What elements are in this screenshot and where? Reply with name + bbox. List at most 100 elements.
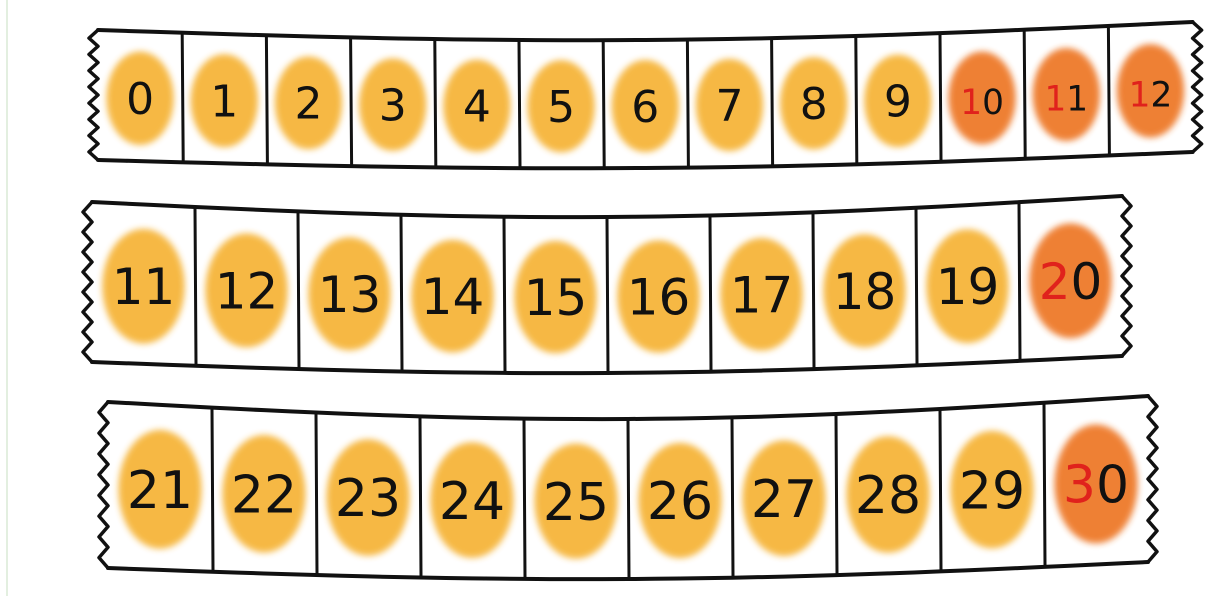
digit: 0	[982, 83, 1004, 123]
digit: 2	[959, 461, 992, 521]
cell-divider	[836, 416, 837, 573]
cell-divider	[1024, 32, 1025, 157]
number-cell: 4	[443, 60, 510, 152]
digit: 6	[659, 269, 691, 327]
number-cell: 27	[742, 440, 825, 556]
number-label: 15	[524, 269, 588, 327]
digit: 3	[379, 80, 407, 131]
number-label: 2	[295, 79, 323, 130]
number-label: 24	[439, 472, 505, 532]
strip-1: 0123456789101112	[89, 22, 1202, 168]
torn-left-edge	[89, 30, 98, 160]
number-cell: 25	[534, 443, 617, 558]
number-label: 18	[833, 263, 897, 321]
number-label: 19	[936, 258, 1000, 316]
number-label: 28	[855, 466, 921, 526]
cell-divider	[1108, 28, 1109, 154]
number-label: 5	[547, 82, 575, 133]
number-label: 20	[1039, 253, 1103, 311]
cell-divider	[813, 214, 814, 367]
number-label: 26	[647, 472, 713, 532]
tens-digit: 1	[1044, 79, 1066, 119]
digit: 2	[335, 469, 368, 529]
digit: 6	[680, 472, 713, 532]
digit: 1	[144, 258, 176, 316]
torn-right-edge	[1193, 22, 1202, 152]
number-cell: 0	[106, 52, 173, 145]
digit: 1	[160, 461, 193, 521]
cell-divider	[519, 42, 520, 166]
digit: 1	[421, 268, 453, 326]
digit: 5	[576, 473, 609, 533]
number-cell: 13	[308, 237, 390, 350]
number-cell: 12	[205, 233, 287, 347]
digit: 5	[547, 82, 575, 133]
number-label: 4	[463, 82, 491, 133]
cell-divider	[603, 42, 604, 166]
number-label: 16	[627, 269, 691, 327]
number-cell: 2	[275, 56, 342, 149]
number-label: 6	[631, 82, 659, 133]
digit: 9	[884, 77, 912, 128]
number-cell: 10	[948, 52, 1015, 145]
number-cell: 23	[326, 439, 409, 555]
torn-right-edge	[1122, 196, 1131, 356]
digit: 7	[762, 266, 794, 324]
number-cell: 19	[926, 229, 1008, 343]
digit: 2	[247, 262, 279, 320]
number-cell: 5	[527, 60, 594, 152]
tens-digit: 3	[1063, 456, 1096, 516]
number-label: 12	[1129, 76, 1173, 116]
number-cell: 1	[191, 54, 258, 147]
digit: 2	[127, 461, 160, 521]
digit: 7	[784, 470, 817, 530]
cell-divider	[504, 219, 505, 371]
digit: 1	[215, 262, 247, 320]
number-cell: 3	[359, 58, 426, 151]
digit: 7	[716, 81, 744, 132]
digit: 1	[318, 266, 350, 324]
number-cell: 16	[617, 240, 699, 352]
cell-divider	[182, 35, 183, 161]
number-label: 12	[215, 262, 279, 320]
digit: 4	[472, 472, 505, 532]
number-cell: 6	[612, 60, 679, 152]
digit: 1	[936, 258, 968, 316]
cell-divider	[524, 421, 525, 577]
cell-divider	[212, 410, 213, 570]
digit: 1	[524, 269, 556, 327]
digit: 8	[888, 466, 921, 526]
torn-right-edge	[1148, 396, 1157, 562]
digit: 2	[264, 466, 297, 526]
number-label: 22	[231, 466, 297, 526]
number-label: 21	[127, 461, 193, 521]
number-label: 10	[960, 83, 1004, 123]
cell-divider	[1019, 204, 1020, 359]
number-label: 3	[379, 80, 407, 131]
number-cell: 30	[1054, 425, 1137, 544]
digit: 6	[631, 82, 659, 133]
cell-divider	[687, 42, 688, 166]
digit: 9	[968, 258, 1000, 316]
number-label: 11	[1044, 79, 1088, 119]
digit: 9	[992, 461, 1025, 521]
number-label: 7	[716, 81, 744, 132]
number-cell: 24	[430, 442, 513, 558]
digit: 1	[1066, 79, 1088, 119]
number-label: 17	[730, 266, 794, 324]
digit: 2	[543, 473, 576, 533]
number-label: 13	[318, 266, 382, 324]
digit: 0	[1071, 253, 1103, 311]
cell-divider	[298, 213, 299, 367]
number-cell: 29	[950, 431, 1033, 549]
digit: 0	[1096, 456, 1129, 516]
number-label: 11	[112, 258, 176, 316]
number-label: 27	[751, 470, 817, 530]
tens-digit: 2	[1039, 253, 1071, 311]
number-label: 0	[126, 74, 154, 125]
cell-divider	[420, 418, 421, 575]
digit: 1	[112, 258, 144, 316]
